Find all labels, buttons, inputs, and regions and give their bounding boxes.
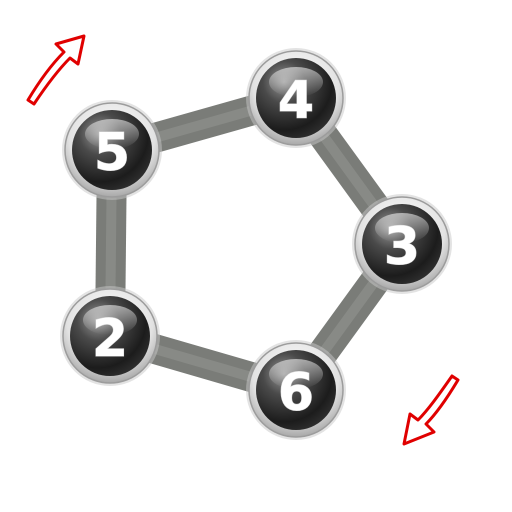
rotate-arrow-top-left-icon[interactable] [26,34,86,106]
node-3-label: 3 [384,217,420,277]
node-4[interactable]: 4 [246,48,346,148]
node-2[interactable]: 2 [60,286,160,386]
node-4-label: 4 [278,71,314,131]
rotate-arrow-bottom-right-icon[interactable] [402,374,460,446]
node-2-label: 2 [92,309,128,369]
node-5[interactable]: 5 [62,100,162,200]
node-6[interactable]: 6 [246,340,346,440]
node-3[interactable]: 3 [352,194,452,294]
node-5-label: 5 [94,123,130,183]
node-6-label: 6 [278,363,314,423]
